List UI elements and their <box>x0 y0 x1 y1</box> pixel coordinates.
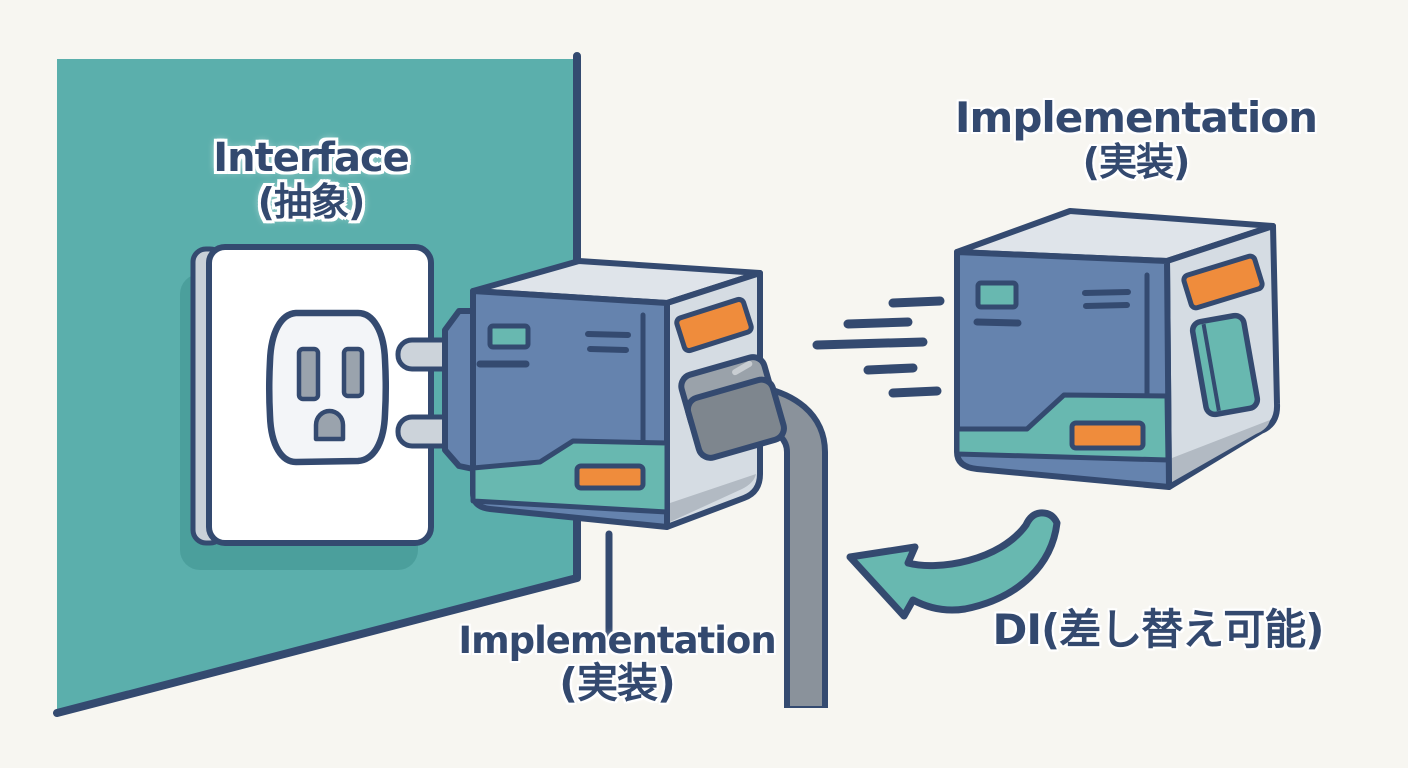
plug-module-front-badge <box>574 463 646 491</box>
floating-module <box>954 208 1281 490</box>
curved-swap-arrow-icon <box>846 509 1061 620</box>
di-label: DI(差し替え可能) <box>992 605 1325 654</box>
floating-module-port-edge <box>1201 323 1221 412</box>
speed-lines-icon <box>812 296 945 398</box>
plug-module-vent-lines <box>585 331 631 353</box>
outlet-socket <box>266 309 389 466</box>
implementation-label-floating: Implementation (実装) <box>954 93 1318 185</box>
socket-slot-left <box>296 346 321 402</box>
cord-connector <box>678 354 787 461</box>
socket-slot-right <box>341 346 365 399</box>
plug-module-accent-band <box>470 438 670 515</box>
cord-connector-highlight <box>732 360 753 376</box>
floating-module-front-badge <box>1069 420 1146 451</box>
floating-module-vent-lines <box>1082 289 1131 309</box>
wall-edge-line <box>53 52 581 717</box>
implementation-label-plugged-ja: (実装) <box>559 659 675 708</box>
implementation-label-floating-ja: (実装) <box>1082 140 1191 185</box>
plug-module-side-shade <box>670 474 756 522</box>
floating-module-side-badge <box>1181 253 1265 311</box>
implementation-label-plugged: Implementation (実装) <box>458 619 776 708</box>
interface-label-en: Interface <box>213 135 410 181</box>
floating-module-side-shade <box>1172 420 1270 482</box>
floating-module-marking-line <box>973 318 1022 327</box>
implementation-label-plugged-en: Implementation <box>458 619 776 662</box>
plug-module-indicator-window <box>487 323 531 350</box>
floating-module-indicator-window <box>975 280 1019 310</box>
floating-module-port <box>1189 312 1261 418</box>
plug-module-side-badge <box>674 296 754 354</box>
interface-label-ja: (抽象) <box>257 179 366 224</box>
socket-ground-hole <box>313 408 346 442</box>
interface-label: Interface (抽象) <box>213 135 410 224</box>
plug-module <box>442 258 763 530</box>
cord-connector-front <box>684 376 787 461</box>
implementation-label-floating-en: Implementation <box>954 93 1318 142</box>
